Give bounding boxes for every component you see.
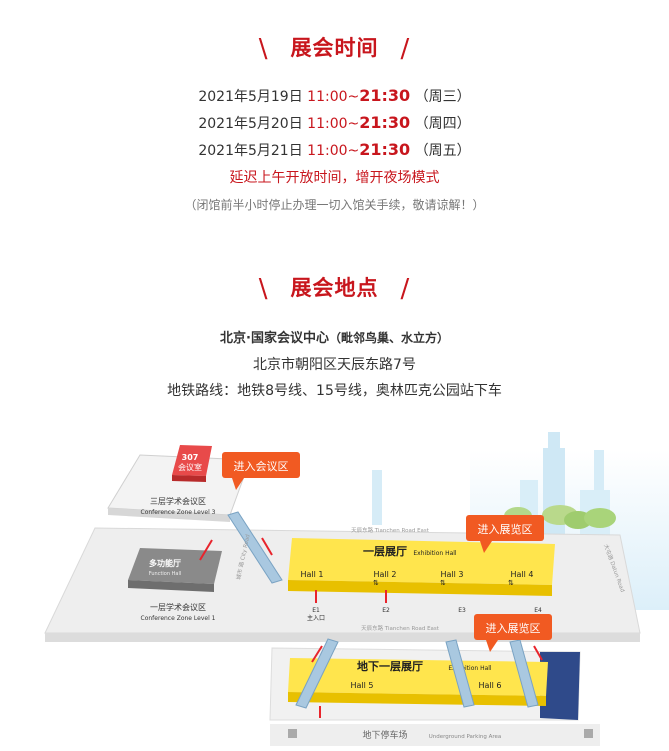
callout-exhibit-2-text: 进入展览区 xyxy=(486,621,541,635)
venue-map: 307 会议室 三层学术会议区 Conference Zone Level 3 … xyxy=(44,432,669,746)
schedule-highlight: 延迟上午开放时间，增开夜场模式 xyxy=(229,170,440,186)
hall-6-label: Hall 6 xyxy=(479,681,502,690)
arrow-down-icon xyxy=(261,537,273,556)
entrance-e4: E4 xyxy=(534,607,542,614)
schedule-note: （闭馆前半小时停止办理一切入馆关手续，敬请谅解！） xyxy=(184,198,485,212)
elevator-icon: ⇅ xyxy=(440,579,446,587)
arrow-up-icon xyxy=(199,539,213,561)
time-section-title: \展会时间/ xyxy=(258,34,411,64)
room-307-block: 307 会议室 xyxy=(172,445,212,482)
callout-meeting: 进入会议区 xyxy=(222,452,300,490)
zone3-label-en: Conference Zone Level 3 xyxy=(141,509,216,516)
schedule-row-3: 2021年5月21日 11:00~21:30 （周五） xyxy=(198,140,471,159)
parking-label: 地下停车场 xyxy=(362,729,407,741)
zone3-label: 三层学术会议区 xyxy=(150,496,206,506)
road-north-label: 天辰东路 Tianchen Road East xyxy=(351,526,430,534)
parking-strip: 地下停车场 Underground Parking Area xyxy=(270,724,600,746)
slash-left-icon: \ xyxy=(258,34,269,64)
slash-left-icon: \ xyxy=(258,274,269,304)
escalator-2 xyxy=(295,638,339,709)
entrance-e2: E2 xyxy=(382,607,390,614)
escalator-4 xyxy=(509,639,539,708)
elevator-icon: ⇅ xyxy=(373,579,379,587)
room-307-number: 307 xyxy=(182,453,199,462)
hall-b1-label-en: Exhibition Hall xyxy=(448,665,492,672)
hall-2-label: Hall 2 xyxy=(374,570,397,579)
main-entrance-label: 主入口 xyxy=(307,614,325,622)
callout-exhibit-2: 进入展览区 xyxy=(474,614,552,652)
callout-exhibit-1: 进入展览区 xyxy=(466,515,544,553)
zone1-label-en: Conference Zone Level 1 xyxy=(141,615,216,622)
schedule-row-2: 2021年5月20日 11:00~21:30 （周四） xyxy=(198,113,471,132)
hall-3-label: Hall 3 xyxy=(441,570,464,579)
hall-l1-label: 一层展厅 xyxy=(363,545,407,558)
entrance-e1: E1 xyxy=(312,607,320,614)
zone1-label: 一层学术会议区 xyxy=(150,602,206,612)
parking-label-en: Underground Parking Area xyxy=(429,734,502,740)
hall-1-label: Hall 1 xyxy=(301,570,324,579)
exhibition-hall-b1: 地下一层展厅 Exhibition Hall Hall 5 Hall 6 xyxy=(288,658,548,706)
elevator-icon: ⇅ xyxy=(508,579,514,587)
location-section-title: \展会地点/ xyxy=(258,274,411,304)
function-hall-block: 多功能厅 Function Hall xyxy=(128,548,222,592)
slash-right-icon: / xyxy=(400,34,411,64)
hall-l1-label-en: Exhibition Hall xyxy=(413,550,457,557)
hall-5-label: Hall 5 xyxy=(351,681,374,690)
arrow-up-icon xyxy=(311,645,323,663)
room-307-label: 会议室 xyxy=(178,462,202,472)
hall-4-label: Hall 4 xyxy=(511,570,534,579)
entrance-e3: E3 xyxy=(458,607,466,614)
hall-b1-label: 地下一层展厅 xyxy=(357,659,423,673)
exhibition-hall-l1: 一层展厅 Exhibition Hall Hall 1 Hall 2 Hall … xyxy=(288,538,555,596)
callout-meeting-text: 进入会议区 xyxy=(234,460,289,473)
venue-subway: 地铁路线：地铁8号线、15号线，奥林匹克公园站下车 xyxy=(167,383,502,399)
function-hall-label-en: Function Hall xyxy=(149,571,181,577)
slash-right-icon: / xyxy=(400,274,411,304)
escalator-3 xyxy=(445,639,475,708)
road-south-label: 天辰东路 Tianchen Road East xyxy=(361,624,440,632)
venue-line: 北京·国家会议中心（毗邻鸟巢、水立方） xyxy=(220,331,449,346)
function-hall-label: 多功能厅 xyxy=(149,558,181,568)
escalator-1 xyxy=(227,511,283,584)
venue-address: 北京市朝阳区天辰东路7号 xyxy=(253,357,416,373)
schedule-row-1: 2021年5月19日 11:00~21:30 （周三） xyxy=(198,86,471,105)
arrow-down-icon xyxy=(533,645,543,661)
callout-exhibit-1-text: 进入展览区 xyxy=(478,522,533,536)
